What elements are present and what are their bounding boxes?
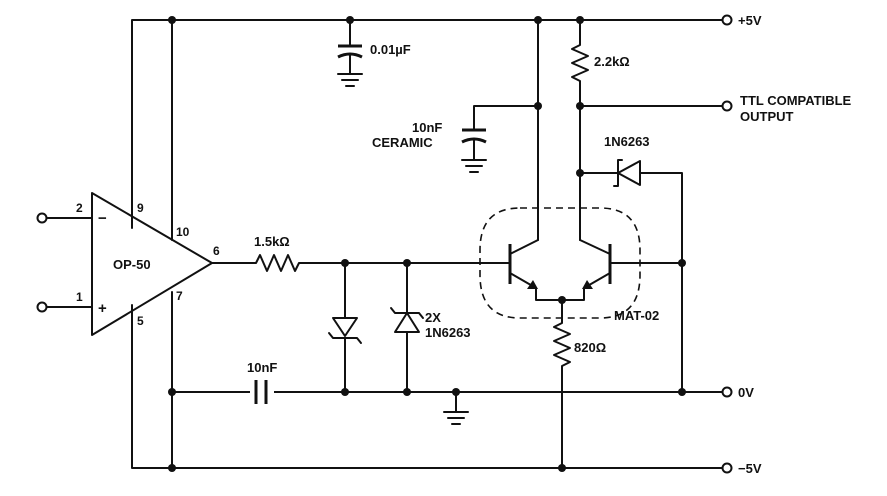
pos-supply-rail [131, 19, 723, 229]
label-10nf-ceramic-2: CERAMIC [372, 135, 433, 150]
label-1k5: 1.5kΩ [254, 234, 290, 249]
label-0-01uf: 0.01µF [370, 42, 411, 57]
label-0v: 0V [738, 385, 754, 400]
resistor-1k5 [211, 254, 481, 272]
label-neg5v: −5V [738, 461, 762, 476]
terminal-0v [721, 386, 733, 398]
pin-label-7: 7 [176, 289, 183, 303]
opamp-label: OP-50 [113, 257, 151, 272]
input-minus-terminal [36, 212, 93, 224]
resistor-820 [553, 299, 571, 469]
pin-label-2: 2 [76, 201, 83, 215]
pin-label-10: 10 [176, 225, 190, 239]
label-10nf-ceramic-1: 10nF [412, 120, 442, 135]
junction-dots [168, 16, 686, 472]
resistor-2k2 [571, 19, 589, 241]
ground-symbol [443, 391, 469, 425]
terminal-ttl-output [721, 100, 733, 112]
label-820: 820Ω [574, 340, 606, 355]
label-ttl-1: TTL COMPATIBLE [740, 93, 852, 108]
opamp-plus-sign: + [98, 300, 107, 317]
opamp-minus-sign: − [98, 210, 107, 227]
label-pos5v: +5V [738, 13, 762, 28]
diode-clamp-right [390, 262, 424, 393]
label-2k2: 2.2kΩ [594, 54, 630, 69]
capacitor-10nf-ceramic [461, 105, 539, 173]
label-ttl-2: OUTPUT [740, 109, 794, 124]
pin-label-1: 1 [76, 290, 83, 304]
mat02-transistor-pair [479, 207, 683, 319]
input-plus-terminal [36, 301, 93, 313]
label-mat02: MAT-02 [614, 308, 659, 323]
pin-label-6: 6 [213, 244, 220, 258]
label-10nf-bottom: 10nF [247, 360, 277, 375]
capacitor-0-01uf [337, 19, 363, 87]
pin-label-5: 5 [137, 314, 144, 328]
label-1n6263-top: 1N6263 [604, 134, 650, 149]
terminal-neg5v [721, 462, 733, 474]
pin-label-9: 9 [137, 201, 144, 215]
terminal-pos5v [721, 14, 733, 26]
neg-supply-rail [131, 304, 723, 469]
diode-1n6263-top [579, 159, 683, 393]
label-1n6263-clamp: 1N6263 [425, 325, 471, 340]
diode-clamp-left [328, 262, 362, 393]
capacitor-10nf-bottom [250, 380, 274, 404]
label-2x: 2X [425, 310, 441, 325]
opamp-op50: OP-50 − + [91, 192, 213, 336]
